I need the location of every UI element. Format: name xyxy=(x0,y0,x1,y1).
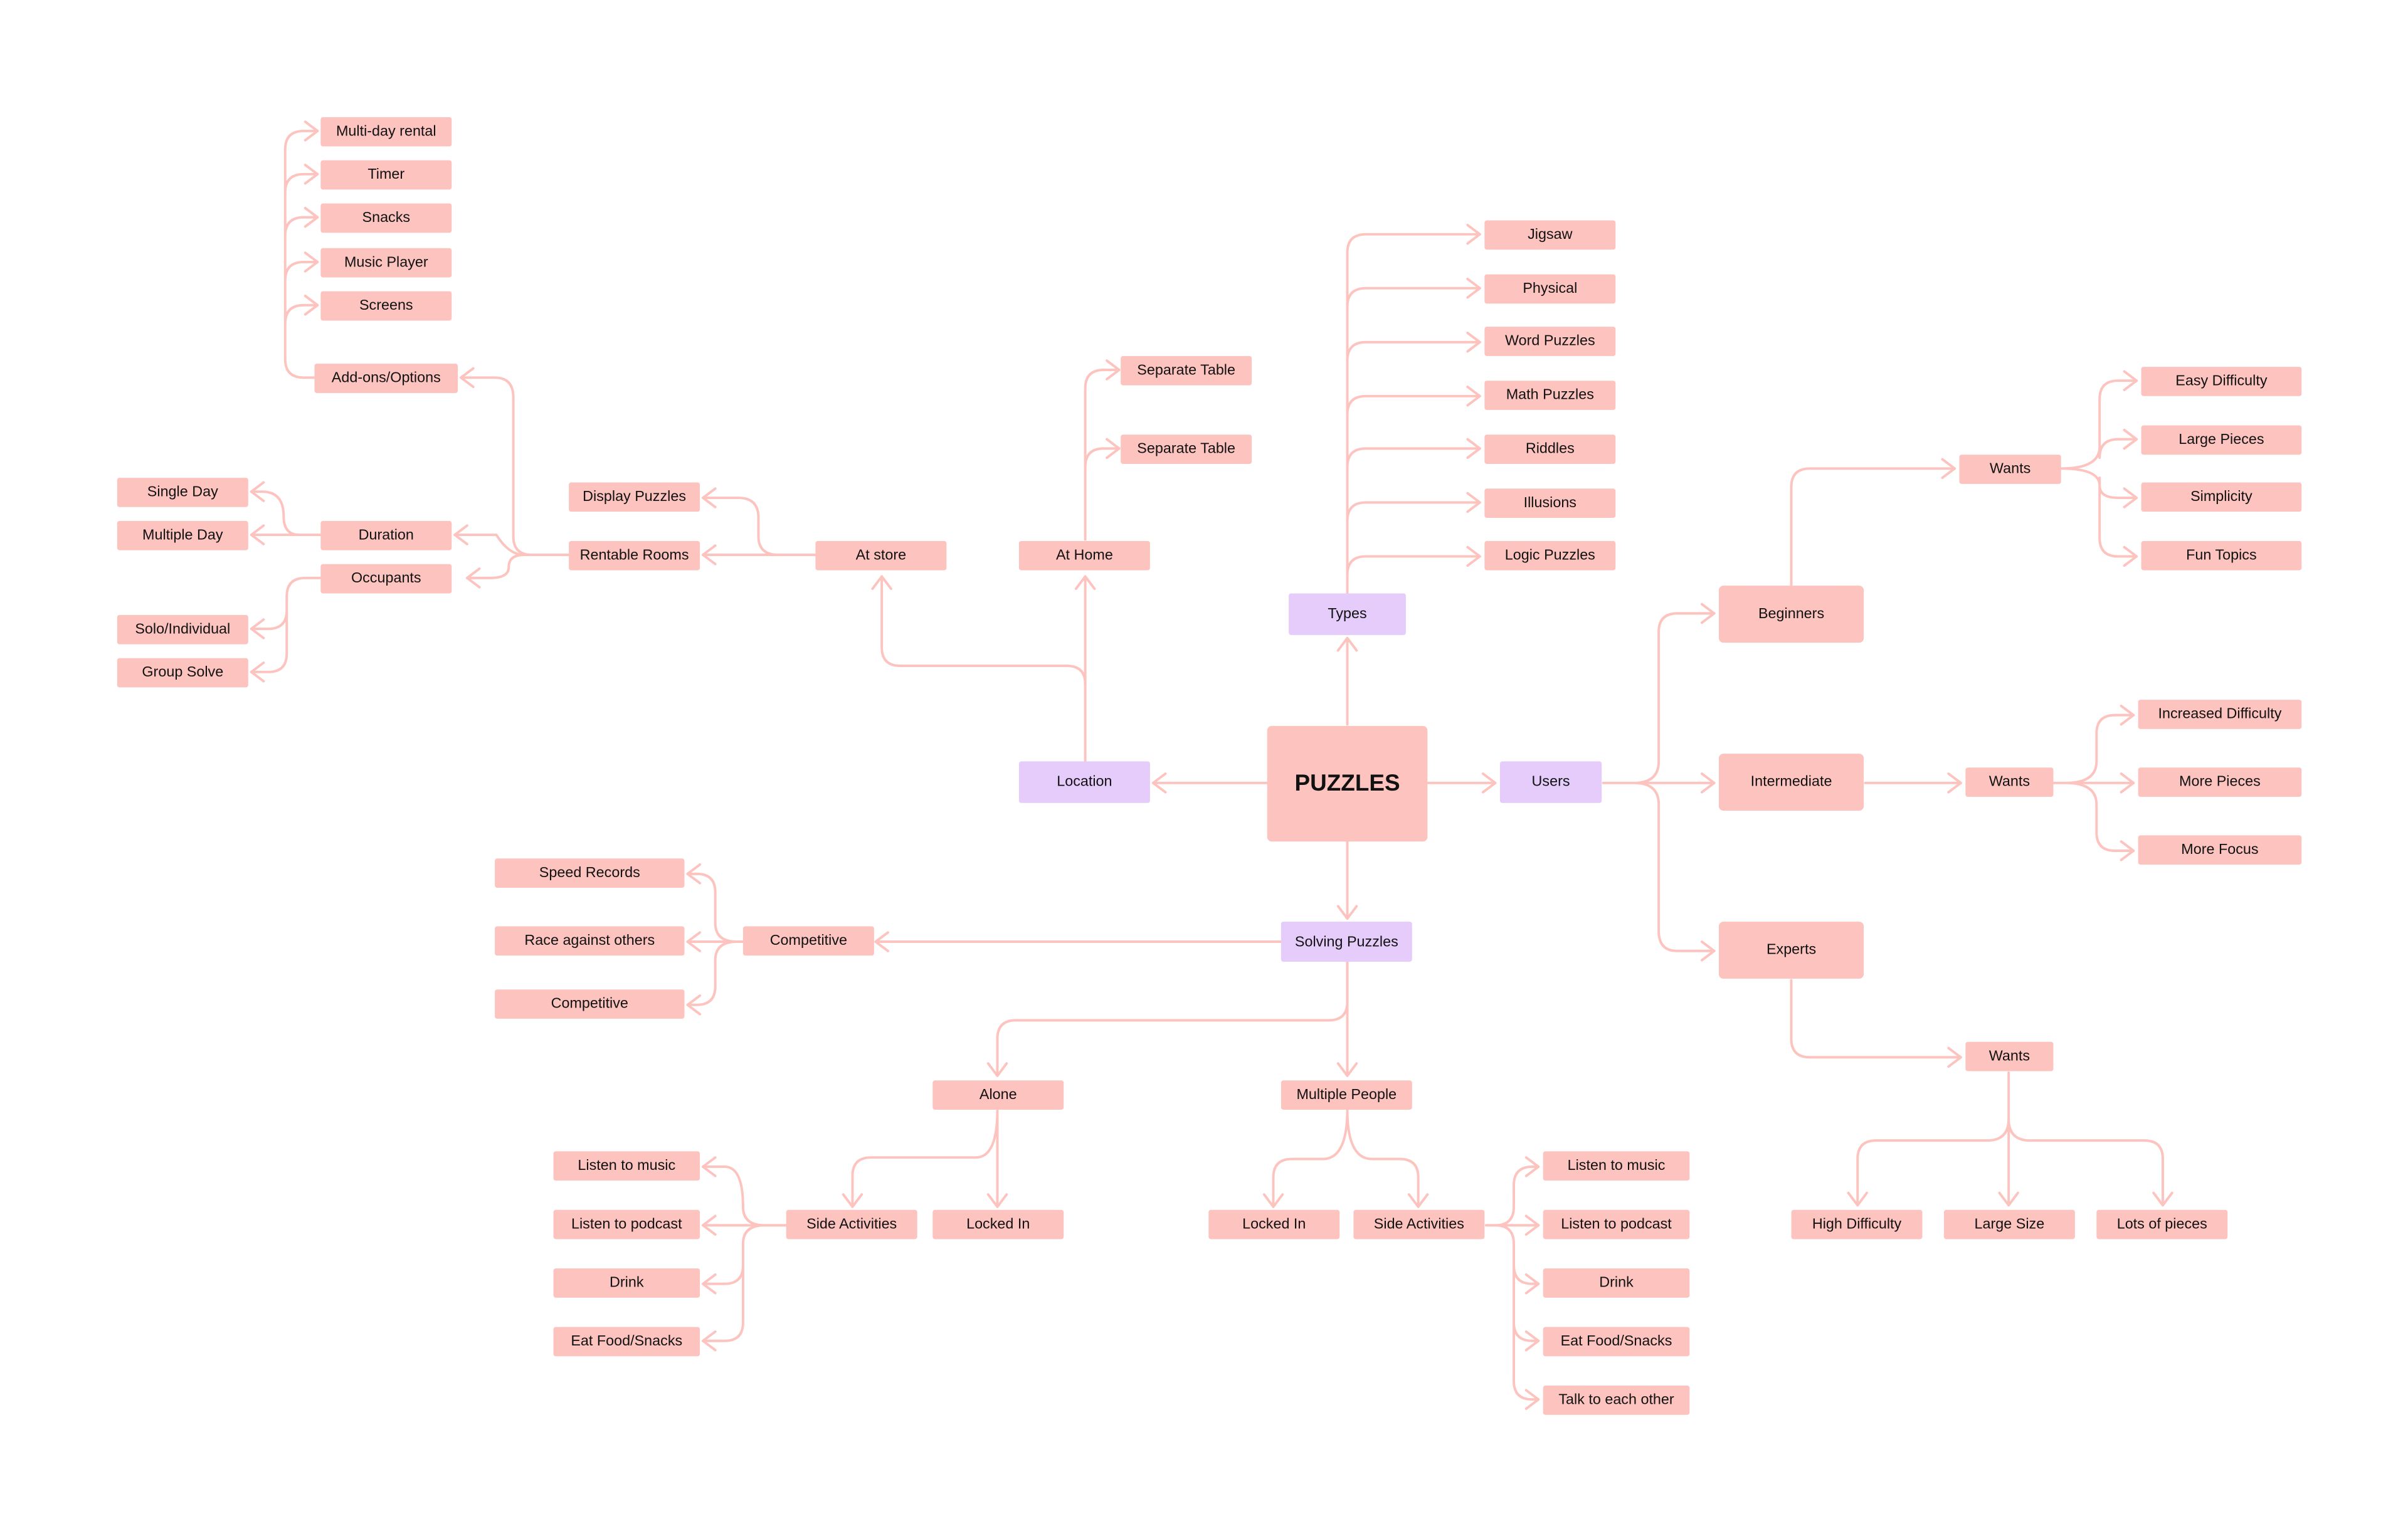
node-race-against-others[interactable]: Race against others xyxy=(495,926,685,956)
edge-duration-days xyxy=(250,481,322,545)
node-at-home[interactable]: At Home xyxy=(1018,540,1150,571)
node-more-focus[interactable]: More Focus xyxy=(2138,835,2302,865)
node-multiple-people[interactable]: Multiple People xyxy=(1281,1080,1412,1110)
node-music-player[interactable]: Music Player xyxy=(320,248,452,278)
edge-wants-intermediate-items xyxy=(2052,704,2135,861)
node-multi-day-rental[interactable]: Multi-day rental xyxy=(320,117,452,147)
node-separate-table-2[interactable]: Separate Table xyxy=(1121,434,1252,464)
node-solo-individual[interactable]: Solo/Individual xyxy=(117,614,248,645)
node-large-pieces[interactable]: Large Pieces xyxy=(2141,425,2302,455)
node-drink-alone[interactable]: Drink xyxy=(553,1268,700,1298)
edge-wants-experts-items xyxy=(1847,1071,2173,1207)
edge-experts-wants xyxy=(1790,979,1962,1068)
edge-solving-alone xyxy=(986,960,1349,1077)
edge-multi-children xyxy=(1262,1108,1429,1208)
edge-location-at-home xyxy=(1074,575,1096,763)
edge-wants-beginners-items xyxy=(2059,370,2138,567)
node-snacks[interactable]: Snacks xyxy=(320,203,452,233)
node-rentable-rooms[interactable]: Rentable Rooms xyxy=(569,540,700,571)
node-logic-puzzles[interactable]: Logic Puzzles xyxy=(1484,540,1616,571)
node-drink-multi[interactable]: Drink xyxy=(1543,1268,1690,1298)
node-jigsaw[interactable]: Jigsaw xyxy=(1484,220,1616,250)
category-solving-puzzles[interactable]: Solving Puzzles xyxy=(1281,922,1412,962)
node-word-puzzles[interactable]: Word Puzzles xyxy=(1484,327,1616,356)
category-users[interactable]: Users xyxy=(1499,761,1602,803)
node-competitive-leaf[interactable]: Competitive xyxy=(495,989,685,1019)
node-screens[interactable]: Screens xyxy=(320,291,452,321)
edge-rentable-duration xyxy=(453,524,571,556)
category-location[interactable]: Location xyxy=(1018,761,1150,803)
node-eat-food-multi[interactable]: Eat Food/Snacks xyxy=(1543,1327,1690,1357)
edge-solving-competitive xyxy=(874,931,1282,952)
edge-root-location xyxy=(1151,772,1269,794)
node-simplicity[interactable]: Simplicity xyxy=(2141,482,2302,512)
node-at-store[interactable]: At store xyxy=(815,540,947,571)
node-side-activities-alone[interactable]: Side Activities xyxy=(786,1209,917,1239)
edge-types-list xyxy=(1346,223,1481,595)
node-separate-table-1[interactable]: Separate Table xyxy=(1121,355,1252,386)
node-timer[interactable]: Timer xyxy=(320,160,452,190)
node-competitive[interactable]: Competitive xyxy=(742,926,874,956)
edge-root-solving xyxy=(1336,840,1358,920)
edge-competitive-items xyxy=(686,863,744,1016)
edge-alone-children xyxy=(842,1108,1008,1208)
node-beginners[interactable]: Beginners xyxy=(1719,586,1864,643)
edge-location-at-store xyxy=(871,575,1087,686)
edge-side-alone-items xyxy=(702,1156,788,1352)
edge-side-multi-items xyxy=(1484,1156,1540,1410)
node-display-puzzles[interactable]: Display Puzzles xyxy=(569,482,700,512)
node-side-activities-multi[interactable]: Side Activities xyxy=(1353,1209,1485,1239)
edge-at-home-separate-2 xyxy=(1084,438,1121,468)
node-talk-to-each-other[interactable]: Talk to each other xyxy=(1543,1386,1690,1415)
node-lots-of-pieces[interactable]: Lots of pieces xyxy=(2096,1209,2228,1239)
edge-root-users xyxy=(1426,772,1497,794)
node-listen-music-multi[interactable]: Listen to music xyxy=(1543,1151,1690,1181)
edge-beginners-wants xyxy=(1790,458,1956,587)
edge-at-store-display xyxy=(702,487,817,556)
node-more-pieces[interactable]: More Pieces xyxy=(2138,767,2302,797)
node-fun-topics[interactable]: Fun Topics xyxy=(2141,540,2302,571)
edge-rentable-addons xyxy=(460,367,571,556)
edge-users-levels xyxy=(1602,603,1716,962)
node-multiple-day[interactable]: Multiple Day xyxy=(117,520,248,550)
node-speed-records[interactable]: Speed Records xyxy=(495,858,685,888)
node-single-day[interactable]: Single Day xyxy=(117,478,248,507)
node-wants-experts[interactable]: Wants xyxy=(1965,1041,2054,1071)
node-duration[interactable]: Duration xyxy=(320,520,452,550)
edge-addons-options xyxy=(283,120,319,379)
node-high-difficulty[interactable]: High Difficulty xyxy=(1791,1209,1923,1239)
node-add-ons-options[interactable]: Add-ons/Options xyxy=(314,364,458,393)
node-eat-food-alone[interactable]: Eat Food/Snacks xyxy=(553,1327,700,1357)
root-node[interactable]: PUZZLES xyxy=(1267,725,1428,842)
category-types[interactable]: Types xyxy=(1289,593,1406,635)
node-listen-podcast-alone[interactable]: Listen to podcast xyxy=(553,1209,700,1239)
node-alone[interactable]: Alone xyxy=(932,1080,1064,1110)
edge-occupants-groups xyxy=(250,576,322,683)
node-listen-podcast-multi[interactable]: Listen to podcast xyxy=(1543,1209,1690,1239)
node-physical[interactable]: Physical xyxy=(1484,274,1616,304)
node-illusions[interactable]: Illusions xyxy=(1484,488,1616,518)
node-listen-music-alone[interactable]: Listen to music xyxy=(553,1151,700,1181)
node-wants-intermediate[interactable]: Wants xyxy=(1965,767,2054,797)
node-easy-difficulty[interactable]: Easy Difficulty xyxy=(2141,367,2302,396)
edge-at-home-separate-1 xyxy=(1084,359,1121,541)
edge-root-types xyxy=(1336,636,1358,726)
node-group-solve[interactable]: Group Solve xyxy=(117,658,248,688)
node-riddles[interactable]: Riddles xyxy=(1484,434,1616,464)
node-intermediate[interactable]: Intermediate xyxy=(1719,754,1864,811)
edge-rentable-occupants xyxy=(465,554,571,589)
node-locked-in-multi[interactable]: Locked In xyxy=(1208,1209,1340,1239)
node-increased-difficulty[interactable]: Increased Difficulty xyxy=(2138,700,2302,729)
node-locked-in-alone[interactable]: Locked In xyxy=(932,1209,1064,1239)
edge-intermediate-wants xyxy=(1864,772,1962,794)
node-occupants[interactable]: Occupants xyxy=(320,564,452,594)
node-math-puzzles[interactable]: Math Puzzles xyxy=(1484,381,1616,410)
node-experts[interactable]: Experts xyxy=(1719,922,1864,979)
node-wants-beginners[interactable]: Wants xyxy=(1959,455,2061,484)
node-large-size[interactable]: Large Size xyxy=(1943,1209,2075,1239)
